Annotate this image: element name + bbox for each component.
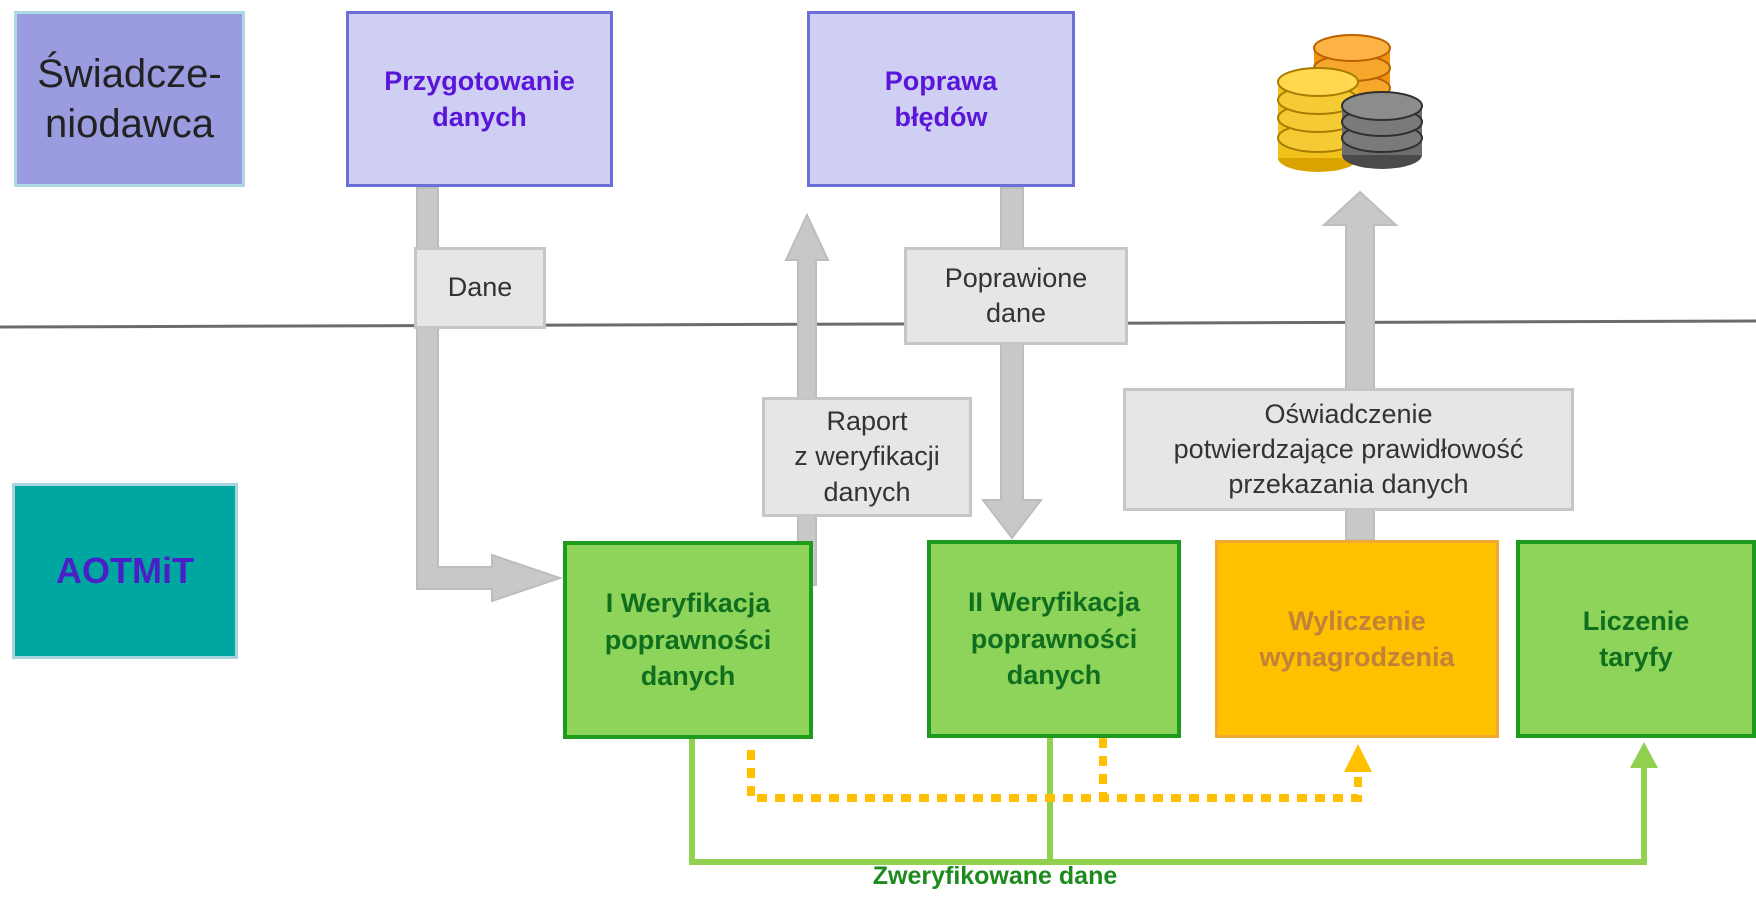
remuneration-box: Wyliczenie wynagrodzenia <box>1215 540 1499 738</box>
report-label: Raport z weryfikacji danych <box>762 397 972 517</box>
agency-role-box: AOTMiT <box>12 483 238 659</box>
tariff-box: Liczenie taryfy <box>1516 540 1756 738</box>
prepare-data-box: Przygotowanie danych <box>346 11 613 187</box>
dotted-arrowhead <box>1344 744 1372 772</box>
prepare-data-label: Przygotowanie danych <box>384 65 575 132</box>
tariff-label: Liczenie taryfy <box>1582 605 1690 672</box>
verification-1-label: I Weryfikacja poprawności danych <box>604 588 772 692</box>
verification-1-box: I Weryfikacja poprawności danych <box>563 541 813 739</box>
fix-errors-box: Poprawa błędów <box>807 11 1075 187</box>
verified-data-arrowhead <box>1630 742 1658 768</box>
data-flow-label: Dane <box>414 247 546 329</box>
provider-role-box: Świadcze- niodawca <box>14 11 245 187</box>
corrected-data-label: Poprawione dane <box>904 247 1128 345</box>
verification-2-label: II Weryfikacja poprawności danych <box>967 587 1141 691</box>
coins-icon <box>1277 34 1423 172</box>
verified-data-label: Zweryfikowane dane <box>872 862 1118 890</box>
data-flow-text: Dane <box>447 272 513 303</box>
corrected-data-text: Poprawione dane <box>944 262 1088 328</box>
statement-label: Oświadczenie potwierdzające prawidłowość… <box>1123 388 1574 511</box>
verified-data-connector <box>689 738 1647 865</box>
arrow-data-to-verify1 <box>416 187 564 603</box>
agency-role-label: AOTMiT <box>56 550 194 591</box>
arrow-corrected-to-verify2 <box>980 187 1044 540</box>
lane-divider <box>0 319 1756 329</box>
provider-role-label: Świadcze- niodawca <box>37 52 222 146</box>
remuneration-label: Wyliczenie wynagrodzenia <box>1259 605 1455 672</box>
verification-2-box: II Weryfikacja poprawności danych <box>927 540 1181 738</box>
report-text: Raport z weryfikacji danych <box>794 406 940 507</box>
dotted-connector <box>747 738 1362 802</box>
statement-text: Oświadczenie potwierdzające prawidłowość… <box>1173 398 1524 500</box>
fix-errors-label: Poprawa błędów <box>884 65 998 132</box>
